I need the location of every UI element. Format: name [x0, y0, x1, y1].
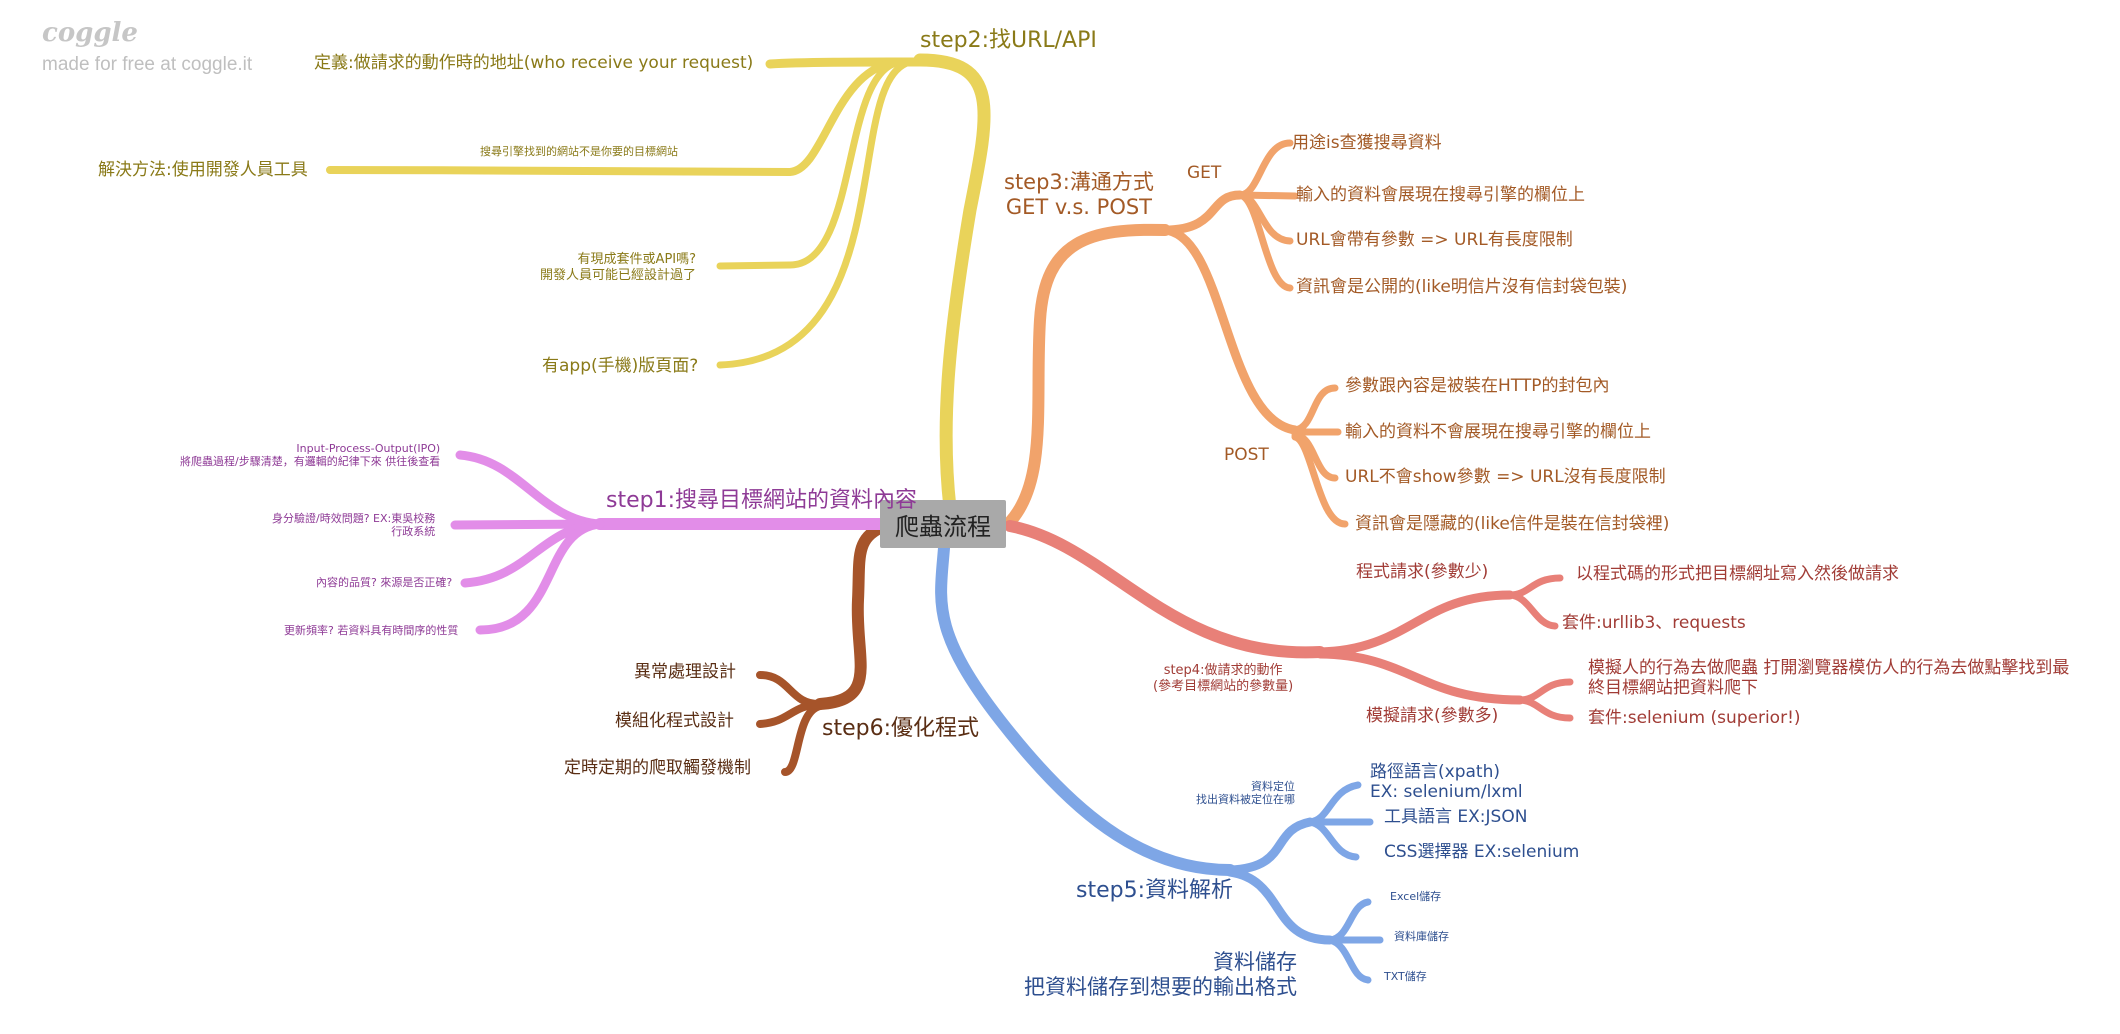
- xpath-line2: EX: selenium/lxml: [1370, 782, 1523, 803]
- step2-existing-api-line2: 開發人員可能已經設計過了: [540, 267, 697, 283]
- central-topic-node[interactable]: 爬蟲流程: [880, 500, 1006, 548]
- step1-ipo[interactable]: Input-Process-Output(IPO) 將爬蟲過程/步驟清楚，有邏輯…: [180, 442, 440, 468]
- txt-store-item[interactable]: TXT儲存: [1384, 970, 1427, 983]
- coggle-logo[interactable]: coggle: [42, 18, 138, 48]
- step2-definition[interactable]: 定義:做請求的動作時的地址(who receive your request): [314, 53, 754, 73]
- json-item[interactable]: 工具語言 EX:JSON: [1384, 807, 1528, 827]
- post-item-2[interactable]: 輸入的資料不會展現在搜尋引擎的欄位上: [1345, 422, 1651, 442]
- step3-title[interactable]: step3:溝通方式 GET v.s. POST: [1004, 170, 1154, 220]
- step6-branch: [756, 522, 886, 776]
- step2-existing-api-line1: 有現成套件或API嗎?: [577, 252, 697, 267]
- xpath-line1: 路徑語言(xpath): [1370, 762, 1500, 782]
- program-item-1[interactable]: 以程式碼的形式把目標網址寫入然後做請求: [1576, 564, 1899, 584]
- post-label[interactable]: POST: [1224, 445, 1269, 465]
- step3-title-line2: GET v.s. POST: [1005, 195, 1153, 220]
- brand-tagline[interactable]: made for free at coggle.it: [42, 54, 253, 75]
- simulate-request-label[interactable]: 模擬請求(參數多): [1366, 706, 1499, 726]
- data-locate-line1: 資料定位: [1251, 780, 1295, 793]
- step1-ipo-line2: 將爬蟲過程/步驟清楚，有邏輯的紀律下來 供往後查看: [180, 455, 441, 469]
- step4-branch: [1004, 520, 1574, 722]
- brand: coggle made for free at coggle.it: [42, 18, 252, 76]
- step4-title[interactable]: step4:做請求的動作 (參考目標網站的參數量): [1153, 663, 1293, 694]
- simulate-item-2[interactable]: 套件:selenium (superior!): [1588, 708, 1801, 728]
- get-label[interactable]: GET: [1187, 163, 1222, 183]
- central-topic-label: 爬蟲流程: [895, 512, 991, 541]
- data-store-line1: 資料儲存: [1213, 950, 1297, 974]
- step4-title-line2: (參考目標網站的參數量): [1153, 678, 1294, 694]
- step6-item-1[interactable]: 異常處理設計: [634, 662, 736, 682]
- get-item-1[interactable]: 用途is查獲搜尋資料: [1292, 133, 1442, 153]
- data-locate-node[interactable]: 資料定位 找出資料被定位在哪: [1196, 780, 1295, 806]
- step3-title-line1: step3:溝通方式: [1004, 170, 1154, 194]
- get-item-3[interactable]: URL會帶有參數 => URL有長度限制: [1296, 230, 1573, 250]
- step2-solution[interactable]: 解決方法:使用開發人員工具: [98, 160, 308, 180]
- step4-title-line1: step4:做請求的動作: [1163, 663, 1283, 678]
- db-store-item[interactable]: 資料庫儲存: [1394, 930, 1449, 943]
- post-item-4[interactable]: 資訊會是隱藏的(like信件是裝在信封袋裡): [1355, 514, 1670, 534]
- step2-existing-api[interactable]: 有現成套件或API嗎? 開發人員可能已經設計過了: [540, 252, 696, 283]
- program-request-label[interactable]: 程式請求(參數少): [1356, 562, 1489, 582]
- step2-mobile-page[interactable]: 有app(手機)版頁面?: [542, 356, 699, 376]
- step1-branch: [450, 450, 886, 635]
- data-store-node[interactable]: 資料儲存 把資料儲存到想要的輸出格式: [1024, 950, 1297, 1000]
- step5-title[interactable]: step5:資料解析: [1076, 878, 1233, 903]
- step3-branch: [1004, 139, 1349, 528]
- step2-note[interactable]: 搜尋引擎找到的網站不是你要的目標網站: [480, 145, 678, 158]
- step1-title[interactable]: step1:搜尋目標網站的資料內容: [606, 488, 917, 513]
- css-selector-item[interactable]: CSS選擇器 EX:selenium: [1384, 842, 1580, 862]
- post-item-1[interactable]: 參數跟內容是被裝在HTTP的封包內: [1345, 376, 1610, 396]
- step1-auth[interactable]: 身分驗證/時效問題? EX:東吳校務 行政系統: [272, 512, 435, 538]
- step2-branch: [326, 53, 991, 515]
- get-item-2[interactable]: 輸入的資料會展現在搜尋引擎的欄位上: [1296, 185, 1585, 205]
- excel-store-item[interactable]: Excel儲存: [1390, 890, 1442, 903]
- get-item-4[interactable]: 資訊會是公開的(like明信片沒有信封袋包裝): [1296, 277, 1628, 297]
- data-store-line2: 把資料儲存到想要的輸出格式: [1024, 975, 1297, 1000]
- step1-auth-line2: 行政系統: [391, 525, 436, 539]
- step1-auth-line1: 身分驗證/時效問題? EX:東吳校務: [272, 512, 436, 525]
- step2-title[interactable]: step2:找URL/API: [920, 28, 1097, 53]
- step6-item-3[interactable]: 定時定期的爬取觸發機制: [564, 758, 751, 778]
- step5-branch: [935, 542, 1384, 984]
- simulate-item-1-line1: 模擬人的行為去做爬蟲 打開瀏覽器模仿人的行為去做點擊找到最: [1588, 658, 2070, 678]
- data-locate-line2: 找出資料被定位在哪: [1196, 793, 1295, 807]
- simulate-item-1[interactable]: 模擬人的行為去做爬蟲 打開瀏覽器模仿人的行為去做點擊找到最 終目標網站把資料爬下: [1588, 658, 2069, 699]
- post-item-3[interactable]: URL不會show參數 => URL沒有長度限制: [1345, 467, 1666, 487]
- step6-item-2[interactable]: 模組化程式設計: [615, 711, 734, 731]
- step1-ipo-line1: Input-Process-Output(IPO): [296, 442, 441, 455]
- program-item-2[interactable]: 套件:urllib3、requests: [1562, 613, 1746, 633]
- simulate-item-1-line2: 終目標網站把資料爬下: [1588, 678, 1758, 699]
- step1-quality[interactable]: 內容的品質? 來源是否正確?: [316, 576, 453, 589]
- xpath-item[interactable]: 路徑語言(xpath) EX: selenium/lxml: [1370, 762, 1523, 803]
- step6-title[interactable]: step6:優化程式: [822, 716, 979, 741]
- step1-frequency[interactable]: 更新頻率? 若資料具有時間序的性質: [284, 624, 459, 637]
